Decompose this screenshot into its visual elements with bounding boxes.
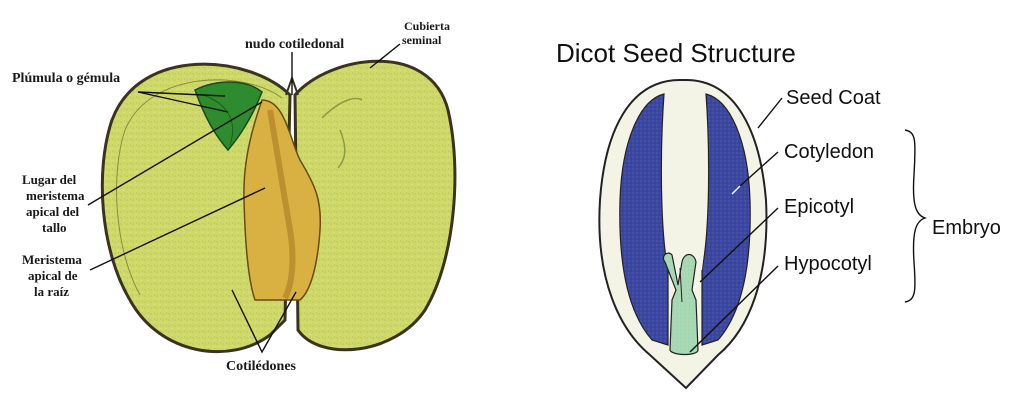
diagram-title: Dicot Seed Structure: [556, 38, 796, 68]
embryo-brace: [905, 130, 925, 302]
dicot-seed-diagram: Dicot Seed Structure Seed Coat Cotyledon…: [556, 38, 1001, 388]
label-seed-coat: Seed Coat: [786, 87, 881, 109]
leader-seed-coat: [758, 98, 782, 128]
label-embryo: Embryo: [932, 217, 1001, 239]
label-lugar-2: meristema: [26, 188, 85, 203]
label-epicotyl: Epicotyl: [784, 196, 854, 218]
label-lugar-4: tallo: [42, 220, 67, 235]
label-nudo: nudo cotiledonal: [245, 37, 344, 52]
label-hypocotyl: Hypocotyl: [784, 253, 872, 275]
label-meristema-3: la raíz: [34, 284, 69, 299]
label-cubierta-1: Cubierta: [404, 19, 450, 33]
label-cotyledon: Cotyledon: [784, 141, 874, 163]
label-meristema-2: apical de: [28, 268, 78, 283]
label-lugar-1: Lugar del: [22, 172, 77, 187]
label-cubierta-2: seminal: [402, 33, 442, 47]
label-lugar-3: apical del: [26, 204, 79, 219]
label-plumula: Plúmula o gémula: [12, 71, 120, 86]
bean-seed-illustration: Plúmula o gémula nudo cotiledonal Cubier…: [12, 19, 455, 374]
label-meristema-1: Meristema: [22, 252, 82, 267]
label-cotiledones: Cotilédones: [226, 359, 297, 374]
